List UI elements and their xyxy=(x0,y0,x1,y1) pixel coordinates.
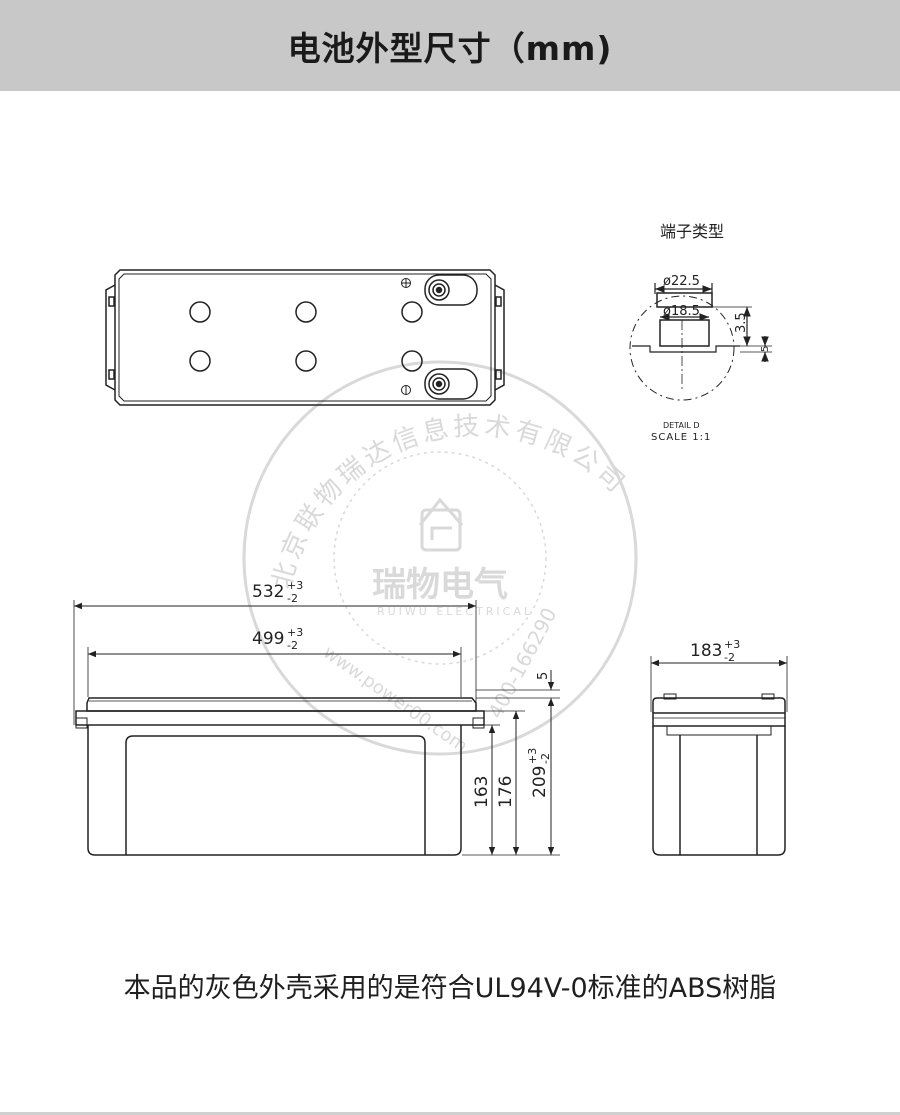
terminal-negative xyxy=(424,368,478,400)
vent-caps xyxy=(189,301,423,372)
watermark-brand: 瑞物电气 xyxy=(372,565,508,605)
side-view-flange xyxy=(652,712,786,727)
plus-symbol-icon xyxy=(401,278,411,288)
terminal-post xyxy=(659,319,710,347)
flange-ear xyxy=(472,717,485,729)
side-terminal xyxy=(761,693,775,700)
flange-ear xyxy=(75,717,88,729)
page-title: 电池外型尺寸（mm) xyxy=(287,28,613,68)
svg-text:+3: +3 xyxy=(724,638,740,651)
dim-terminal-thickness: 5 xyxy=(760,346,771,352)
side-view-lid xyxy=(652,697,786,713)
svg-text:209: 209 xyxy=(530,766,550,798)
side-terminal xyxy=(663,693,677,700)
side-view-body xyxy=(652,726,786,856)
minus-symbol-icon xyxy=(401,385,411,395)
svg-text:-2: -2 xyxy=(287,592,298,605)
ear-slot xyxy=(495,369,502,380)
dim-side-width: 183 +3 -2 xyxy=(690,638,740,664)
terminal-head xyxy=(656,292,713,308)
terminal-detail xyxy=(629,283,772,401)
dim-body-length: 499 +3 -2 xyxy=(252,626,303,652)
detail-circle xyxy=(629,295,735,401)
ear-slot xyxy=(495,296,502,307)
dim-163: 163 xyxy=(472,776,492,808)
svg-text:+3: +3 xyxy=(287,579,303,592)
terminal-positive xyxy=(424,274,478,306)
top-view-right-ear xyxy=(494,284,505,391)
svg-text:-2: -2 xyxy=(724,651,735,664)
svg-text:-2: -2 xyxy=(539,753,552,764)
watermark-url: www.power00.com xyxy=(319,642,471,757)
ear-slot xyxy=(108,296,115,307)
detail-label: DETAIL D xyxy=(663,421,699,430)
dim-terminal-height: 3.5 xyxy=(734,312,749,333)
top-view xyxy=(105,269,505,406)
page-header: 电池外型尺寸（mm) xyxy=(0,0,900,91)
dim-overall-height: 209 +3 -2 xyxy=(526,748,552,798)
svg-text:-2: -2 xyxy=(287,639,298,652)
material-note: 本品的灰色外壳采用的是符合UL94V-0标准的ABS树脂 xyxy=(123,973,777,1004)
dim-dia-outer: ø22.5 xyxy=(663,274,700,289)
front-view-panel xyxy=(125,735,426,855)
top-view-left-ear xyxy=(105,284,116,391)
top-view-inner-outline xyxy=(118,273,492,402)
dim-dia-inner: ø18.5 xyxy=(663,304,700,319)
scale-label: SCALE 1:1 xyxy=(651,432,711,443)
dim-overall-length: 532 +3 -2 xyxy=(252,579,303,605)
terminal-title: 端子类型 xyxy=(660,222,724,241)
svg-text:499: 499 xyxy=(252,629,284,649)
dim-176: 176 xyxy=(496,776,516,808)
svg-text:183: 183 xyxy=(690,641,722,661)
watermark xyxy=(242,360,638,756)
top-view-outline xyxy=(114,269,496,406)
technical-drawing: 北京联物瑞达信息技术有限公司 瑞物电气 RUIWU ELECTRICAL www… xyxy=(0,91,900,1091)
svg-text:+3: +3 xyxy=(287,626,303,639)
watermark-outer-circle xyxy=(242,360,638,756)
home-logo-icon xyxy=(418,497,464,552)
svg-text:+3: +3 xyxy=(526,748,539,764)
svg-text:532: 532 xyxy=(252,582,284,602)
front-view-body xyxy=(87,725,462,856)
front-view xyxy=(73,600,560,856)
bottom-divider xyxy=(0,1112,900,1115)
side-view-rim xyxy=(666,726,772,736)
terminal-base xyxy=(632,345,740,353)
watermark-phone: 400-166290 xyxy=(483,604,561,723)
side-view xyxy=(650,656,788,856)
ear-slot xyxy=(108,369,115,380)
watermark-inner-circle xyxy=(333,451,547,665)
dim-lid: 5 xyxy=(536,672,551,680)
watermark-brand-en: RUIWU ELECTRICAL xyxy=(377,605,533,618)
